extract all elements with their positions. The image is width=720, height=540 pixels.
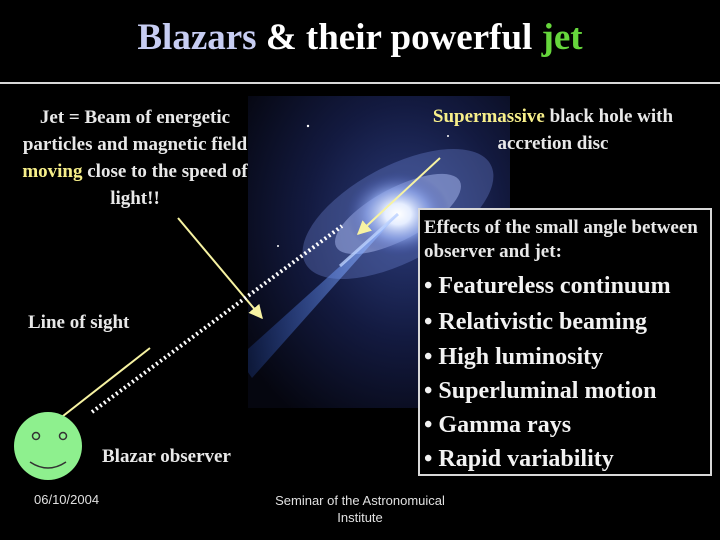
effects-bullet: • Gamma rays [424, 412, 572, 438]
effects-heading: Effects of the small angle between obser… [424, 217, 698, 262]
jet-description: Jet = Beam of energetic particles and ma… [4, 104, 266, 212]
effects-bullet: • High luminosity [424, 344, 604, 370]
line-of-sight-label: Line of sight [28, 312, 130, 333]
black-hole-text: black hole with accretion disc [497, 106, 674, 154]
black-hole-description: Supermassive black hole with accretion d… [412, 103, 694, 157]
slide-footer-seminar: Seminar of the Astronomuical Institute [275, 493, 445, 525]
effects-bullet: • Relativistic beaming [424, 309, 648, 335]
line-of-sight-arrow [38, 347, 151, 435]
blazar-observer-label: Blazar observer [102, 446, 231, 467]
effects-bullet: • Superluminal motion [424, 378, 657, 404]
title-word-blazars: Blazars [137, 17, 257, 58]
effects-bullet: • Featureless continuum [424, 273, 671, 299]
jet-description-highlight: moving [22, 161, 83, 182]
slide-title: Blazars & their powerful jet [0, 16, 720, 59]
title-word-jet: jet [541, 17, 583, 58]
black-hole-highlight: Supermassive [432, 106, 545, 127]
effects-box [418, 208, 712, 476]
title-middle: & their powerful [265, 17, 533, 58]
effects-bullet: • Rapid variability [424, 446, 614, 472]
slide-date: 06/10/2004 [34, 492, 100, 507]
smiley-face-icon [14, 412, 82, 480]
jet-description-text-end: close to the speed of light!! [87, 161, 248, 209]
title-divider [0, 82, 720, 84]
jet-description-text: Jet = Beam of energetic particles and ma… [22, 107, 248, 155]
